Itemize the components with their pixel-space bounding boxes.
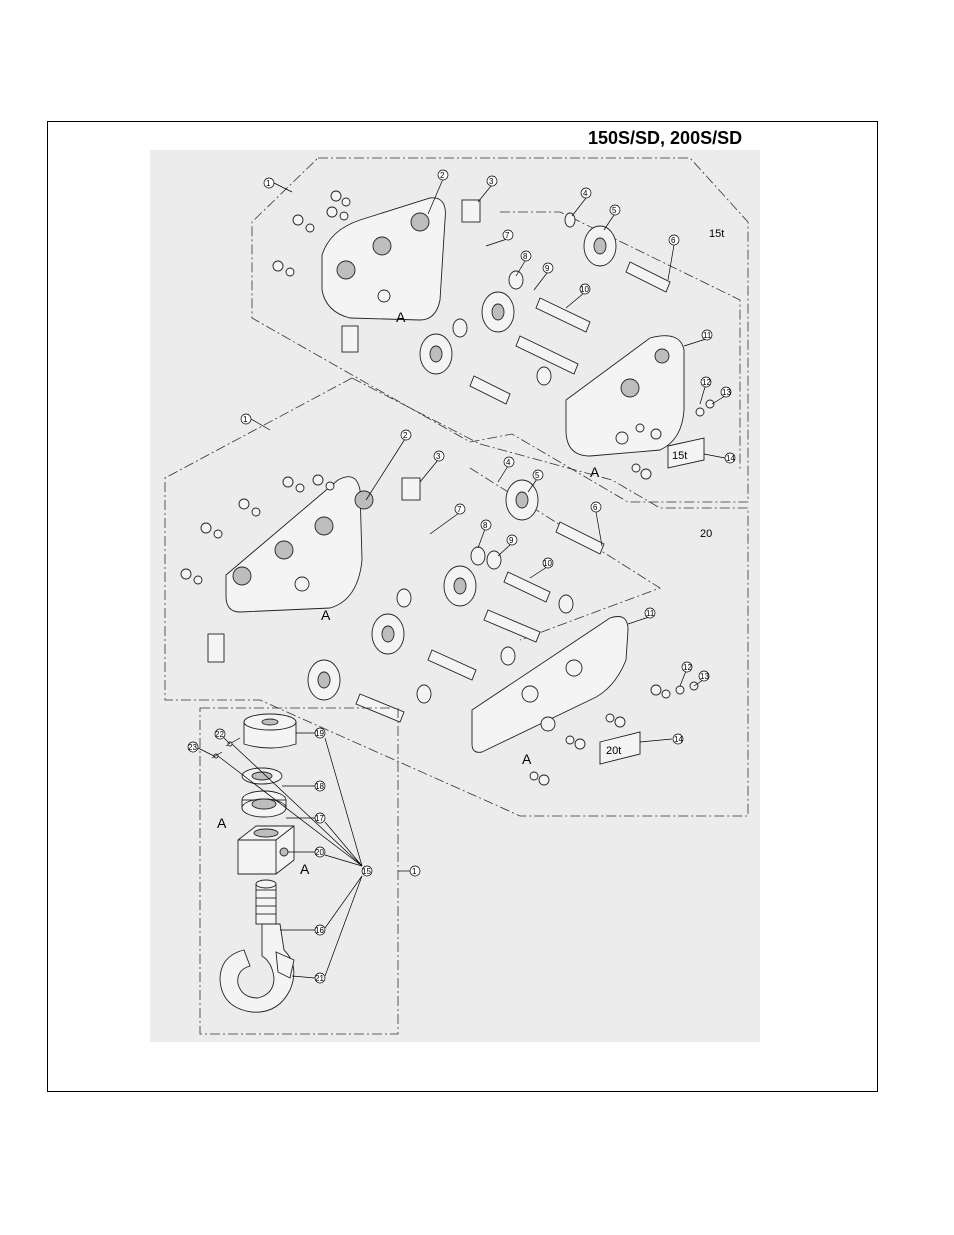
callout-upper-8: 8 xyxy=(523,252,528,261)
upper-assembly-boundary xyxy=(251,157,749,503)
callout-hook-18: 18 xyxy=(315,782,324,791)
hook-view-marker-a-right: A xyxy=(300,861,310,877)
callout-middle-2: 2 xyxy=(403,431,408,440)
middle-right-hole xyxy=(540,716,556,732)
upper-sheave-group xyxy=(341,199,671,405)
upper-plate-bearing-3 xyxy=(336,260,356,280)
callout-upper-5: 5 xyxy=(612,206,617,215)
upper-right-hole xyxy=(615,431,629,445)
callout-hook-15: 15 xyxy=(362,867,371,876)
middle-capacity-plate-text: 20t xyxy=(606,745,621,757)
middle-assembly-boundary xyxy=(164,377,749,817)
hook-view-marker-a-left: A xyxy=(217,815,227,831)
middle-section-label: 20 xyxy=(700,528,712,540)
upper-plate-bearing-1 xyxy=(410,212,430,232)
middle-right-side-plate xyxy=(471,616,629,753)
callout-hook-20: 20 xyxy=(315,848,324,857)
callout-middle-1: 1 xyxy=(243,415,248,424)
callout-upper-9: 9 xyxy=(545,264,550,273)
middle-nuts xyxy=(180,474,699,786)
callout-middle-12: 12 xyxy=(683,663,692,672)
callout-upper-7: 7 xyxy=(505,231,510,240)
callout-hook-19: 19 xyxy=(315,729,324,738)
callout-middle-3: 3 xyxy=(436,452,441,461)
middle-plate-hole xyxy=(294,576,310,592)
upper-right-bearing-2 xyxy=(654,348,670,364)
callout-upper-13: 13 xyxy=(722,388,731,397)
upper-capacity-plate xyxy=(667,437,705,469)
callout-middle-10: 10 xyxy=(543,559,552,568)
hook-assembly-boundary xyxy=(199,707,399,1035)
callout-middle-13: 13 xyxy=(700,672,709,681)
middle-sheave-group xyxy=(207,477,605,723)
middle-right-bearing-2 xyxy=(565,659,583,677)
callout-middle-9: 9 xyxy=(509,536,514,545)
callout-upper-2: 2 xyxy=(440,171,445,180)
callout-hook-17: 17 xyxy=(315,814,324,823)
upper-section-label: 15t xyxy=(709,228,724,240)
callout-upper-10: 10 xyxy=(580,285,589,294)
upper-nuts xyxy=(272,190,715,480)
diagram-title: 150S/SD, 200S/SD xyxy=(588,128,743,148)
middle-plate-bearing-3 xyxy=(274,540,294,560)
upper-callouts: 1 2 3 4 5 6 7 8 9 10 11 12 xyxy=(263,169,735,464)
callout-upper-1: 1 xyxy=(266,179,271,188)
callout-hook-23: 23 xyxy=(188,743,197,752)
callout-middle-5: 5 xyxy=(535,471,540,480)
callout-middle-4: 4 xyxy=(506,458,511,467)
upper-view-marker-a-left: A xyxy=(396,309,406,325)
middle-view-marker-a-left: A xyxy=(321,607,331,623)
middle-view-marker-a-right: A xyxy=(522,751,532,767)
upper-inner-boundary xyxy=(500,211,741,470)
callout-middle-11: 11 xyxy=(646,609,655,618)
middle-right-bearing-1 xyxy=(521,685,539,703)
upper-right-bearing-1 xyxy=(620,378,640,398)
callout-hook-21: 21 xyxy=(315,974,324,983)
callout-middle-7: 7 xyxy=(457,505,462,514)
callout-upper-4: 4 xyxy=(583,189,588,198)
callout-upper-3: 3 xyxy=(489,177,494,186)
callout-middle-14: 14 xyxy=(674,735,683,744)
callout-hook-1: 1 xyxy=(412,867,417,876)
upper-capacity-plate-text: 15t xyxy=(672,450,687,462)
callout-upper-11: 11 xyxy=(703,331,712,340)
callout-upper-6: 6 xyxy=(671,236,676,245)
hook-callouts: 22 23 19 18 17 20 15 16 21 1 xyxy=(187,727,421,984)
middle-plate-bearing-4 xyxy=(232,566,252,586)
callout-upper-12: 12 xyxy=(702,378,711,387)
callout-hook-16: 16 xyxy=(315,926,324,935)
callout-middle-6: 6 xyxy=(593,503,598,512)
upper-plate-hole xyxy=(377,289,391,303)
middle-callouts: 1 2 3 4 5 6 7 8 9 10 11 12 xyxy=(240,413,709,745)
callout-hook-22: 22 xyxy=(215,730,224,739)
middle-capacity-plate xyxy=(599,731,641,765)
callout-upper-14: 14 xyxy=(726,454,735,463)
upper-plate-bearing-2 xyxy=(372,236,392,256)
callout-middle-8: 8 xyxy=(483,521,488,530)
middle-left-side-plate xyxy=(225,476,363,613)
upper-view-marker-a-right: A xyxy=(590,464,600,480)
hook-block-parts xyxy=(211,713,297,1013)
middle-plate-bearing-2 xyxy=(314,516,334,536)
